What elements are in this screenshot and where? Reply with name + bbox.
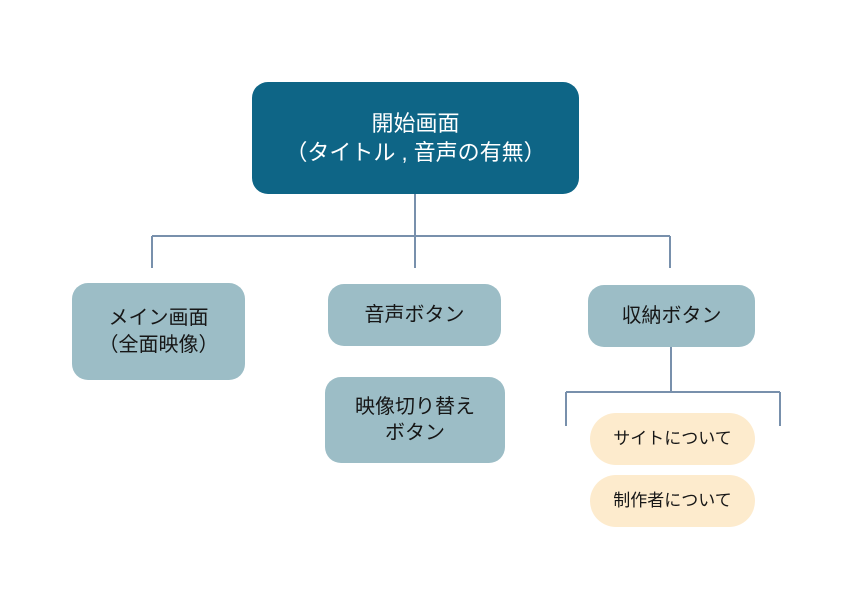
- node-video-switch-button[interactable]: 映像切り替え ボタン: [325, 377, 505, 463]
- node-about-site[interactable]: サイトについて: [590, 413, 755, 465]
- node-about-author[interactable]: 制作者について: [590, 475, 755, 527]
- node-storage-button[interactable]: 収納ボタン: [588, 285, 755, 347]
- node-main-screen[interactable]: メイン画面 （全面映像）: [72, 283, 245, 380]
- node-start-screen[interactable]: 開始画面 （タイトル , 音声の有無）: [252, 82, 579, 194]
- node-audio-button[interactable]: 音声ボタン: [328, 284, 501, 346]
